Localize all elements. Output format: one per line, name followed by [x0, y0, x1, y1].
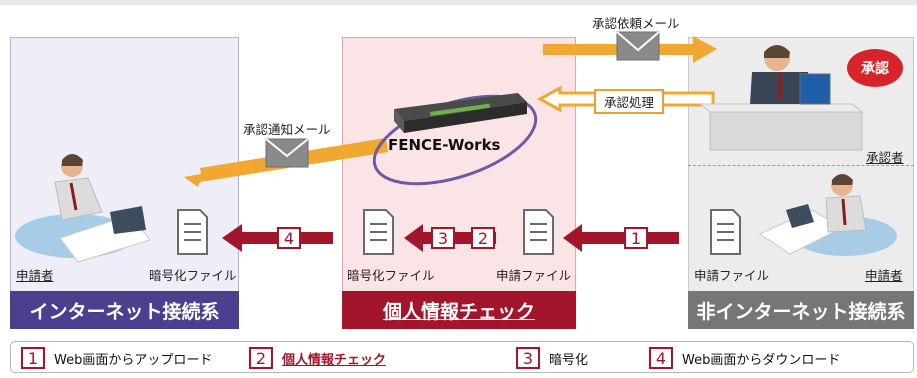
- internet-zone-panel: [10, 37, 239, 329]
- step-2-box: 2: [471, 227, 495, 249]
- application-file-right-label: 申請ファイル: [694, 268, 770, 283]
- legend-number: 2: [249, 347, 273, 369]
- step-1-box: 1: [624, 227, 648, 249]
- notice-mail-icon: [265, 138, 309, 168]
- internet-zone-title: インターネット接続系: [10, 291, 239, 329]
- legend-item-3: 3 暗号化: [516, 347, 588, 369]
- approver-illustration: [698, 45, 864, 151]
- legend-label[interactable]: 個人情報チェック: [282, 352, 387, 368]
- legend-item-1: 1 Web画面からアップロード: [21, 347, 212, 369]
- legend-number: 3: [516, 347, 540, 369]
- approval-process-tag: 承認処理: [594, 89, 665, 114]
- applicant-left-label: 申請者: [16, 268, 54, 283]
- encrypted-file-left-icon: [177, 209, 208, 255]
- step-arrow-1: [563, 224, 679, 252]
- step-3-box: 3: [431, 227, 455, 249]
- applicant-right-label: 申請者: [865, 268, 903, 283]
- approver-label: 承認者: [866, 150, 904, 165]
- legend-label: Web画面からアップロード: [54, 352, 213, 368]
- legend-number: 4: [649, 347, 673, 369]
- personal-check-zone-title[interactable]: 個人情報チェック: [342, 291, 576, 329]
- legend-label: 暗号化: [549, 352, 589, 368]
- non-internet-zone-title: 非インターネット接続系: [688, 291, 914, 329]
- step-4-box: 4: [277, 227, 301, 249]
- approver-divider: [688, 165, 914, 166]
- approval-notice-mail-label: 承認通知メール: [243, 122, 331, 137]
- encrypted-file-mid-icon: [363, 209, 394, 255]
- application-file-right-icon: [710, 209, 741, 255]
- application-file-mid-icon: [523, 209, 554, 255]
- request-mail-icon: [616, 31, 660, 61]
- fence-works-server-icon: [372, 93, 538, 186]
- legend: 1 Web画面からアップロード 2 個人情報チェック 3 暗号化 4 Web画面…: [10, 341, 914, 373]
- top-strip: [0, 0, 917, 5]
- encrypted-file-mid-label: 暗号化ファイル: [347, 268, 435, 283]
- fence-works-label: FENCE-Works: [388, 136, 501, 154]
- legend-item-2[interactable]: 2 個人情報チェック: [249, 347, 386, 369]
- approval-request-mail-label: 承認依頼メール: [592, 16, 680, 31]
- personal-check-zone-panel: [342, 37, 576, 329]
- encrypted-file-left-label: 暗号化ファイル: [149, 268, 237, 283]
- legend-label: Web画面からダウンロード: [682, 352, 841, 368]
- approve-badge: 承認: [847, 49, 903, 87]
- applicant-right-illustration: [758, 174, 897, 256]
- legend-item-4: 4 Web画面からダウンロード: [649, 347, 840, 369]
- legend-number: 1: [21, 347, 45, 369]
- application-file-mid-label: 申請ファイル: [496, 268, 572, 283]
- applicant-left-illustration: [15, 154, 151, 263]
